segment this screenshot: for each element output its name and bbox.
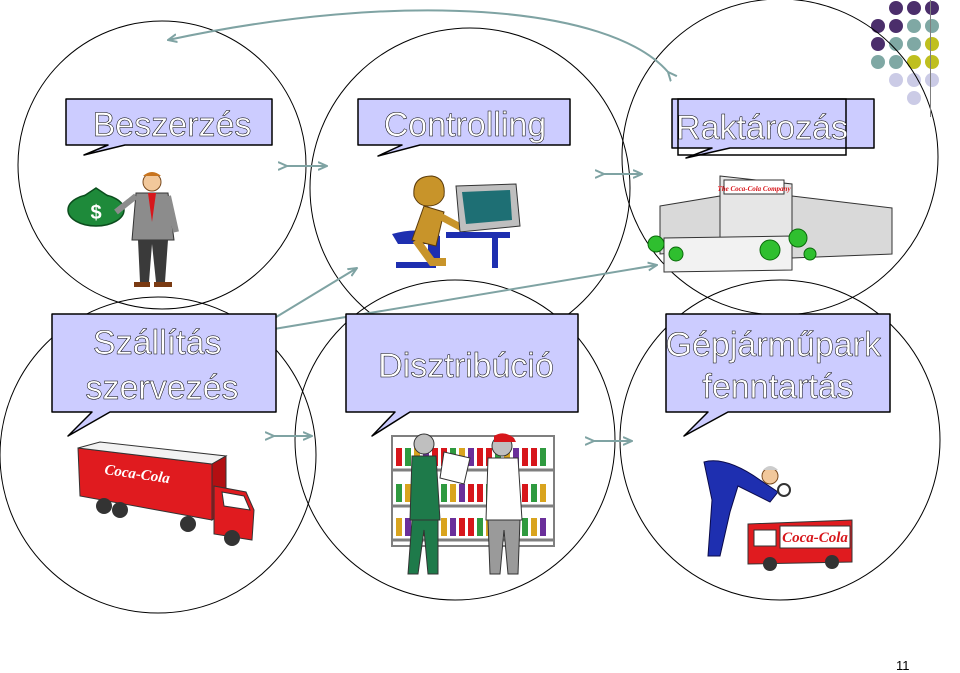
decorative-dot <box>871 19 885 33</box>
shelf-bottle <box>477 448 483 466</box>
shelf-bottle <box>540 448 546 466</box>
shelf-bottle <box>396 518 402 536</box>
warehouse-icon: The Coca-Cola Company <box>647 175 893 273</box>
shelf-bottle <box>477 484 483 502</box>
shelf-bottle <box>441 484 447 502</box>
node-label-disztribucio: Disztribúció <box>378 347 554 385</box>
decorative-dot <box>907 73 921 87</box>
van-logo-text: Coca-Cola <box>782 530 848 546</box>
shelf-bottle <box>540 484 546 502</box>
shelf-bottle <box>468 484 474 502</box>
circle-szallitas <box>0 296 317 614</box>
shelf-bottle <box>522 484 528 502</box>
node-label-controlling: Controlling <box>384 106 547 144</box>
decorative-dot <box>925 37 939 51</box>
bubble-gepjarmu: Gépjárműpark fenntartás <box>665 313 891 437</box>
shelf-bottle <box>477 518 483 536</box>
bubble-szallitas: Szállítás szervezés <box>51 313 277 437</box>
decorative-dot <box>907 19 921 33</box>
money-bag-icon: $ <box>67 187 125 227</box>
decorative-divider <box>930 0 931 117</box>
decorative-dot-grid <box>871 1 939 105</box>
bubble-disztribucio: Disztribúció <box>345 313 579 437</box>
shelf-bottle <box>405 518 411 536</box>
shelf-bottle <box>522 448 528 466</box>
shelf-bottle <box>459 484 465 502</box>
warehouse-sign-text: The Coca-Cola Company <box>717 185 791 193</box>
decorative-dot <box>907 91 921 105</box>
shelf-bottle <box>396 448 402 466</box>
shelf-bottle <box>405 484 411 502</box>
decorative-dot <box>925 73 939 87</box>
shelf-bottle <box>531 518 537 536</box>
decorative-dot <box>907 1 921 15</box>
decorative-dot <box>889 1 903 15</box>
shelf-bottle <box>450 518 456 536</box>
decorative-dot <box>889 73 903 87</box>
svg-text:$: $ <box>90 202 101 224</box>
shelf-bottle <box>531 448 537 466</box>
bubble-controlling: Controlling <box>357 98 571 157</box>
shelf-bottle <box>459 518 465 536</box>
shelf-bottle <box>513 448 519 466</box>
shelf-bottle <box>468 448 474 466</box>
shelf-bottle <box>486 448 492 466</box>
connector-arrows <box>168 9 668 441</box>
decorative-dot <box>871 37 885 51</box>
bubble-beszerzes: Beszerzés <box>65 98 273 156</box>
arrow-szallitas-controlling <box>268 268 357 322</box>
node-label-beszerzes: Beszerzés <box>93 106 252 144</box>
decorative-dot <box>925 55 939 69</box>
node-label-raktarozas: Raktározás <box>676 109 848 147</box>
shelf-bottle <box>531 484 537 502</box>
shelf-bottle <box>450 484 456 502</box>
node-label-szallitas: Szállítás szervezés <box>85 324 238 407</box>
shelf-shoppers-icon <box>391 433 555 575</box>
decorative-dot <box>871 55 885 69</box>
shelf-bottle <box>468 518 474 536</box>
businessman-icon <box>114 172 179 287</box>
mechanic-icon: Coca-Cola <box>703 460 853 571</box>
computer-user-icon <box>392 175 521 268</box>
shelf-bottle <box>405 448 411 466</box>
node-label-gepjarmu: Gépjárműpark fenntartás <box>666 326 891 406</box>
decorative-dot <box>925 19 939 33</box>
truck-icon: Coca-Cola <box>77 441 255 546</box>
decorative-dot <box>889 19 903 33</box>
shelf-bottle <box>504 448 510 466</box>
decorative-dot <box>907 55 921 69</box>
shelf-bottle <box>441 518 447 536</box>
decorative-dot <box>907 37 921 51</box>
shelf-bottle <box>396 484 402 502</box>
bubble-raktarozas: Raktározás <box>671 98 875 159</box>
arrow-raktarozas-beszerzes <box>168 9 668 72</box>
shelf-bottle <box>495 448 501 466</box>
decorative-dot <box>889 37 903 51</box>
shelf-bottle <box>540 518 546 536</box>
arrow-szallitas-raktarozas <box>262 265 657 331</box>
shelf-bottle <box>522 518 528 536</box>
decorative-dot <box>889 55 903 69</box>
page-number: 11 <box>896 658 910 673</box>
decorative-dot <box>925 1 939 15</box>
